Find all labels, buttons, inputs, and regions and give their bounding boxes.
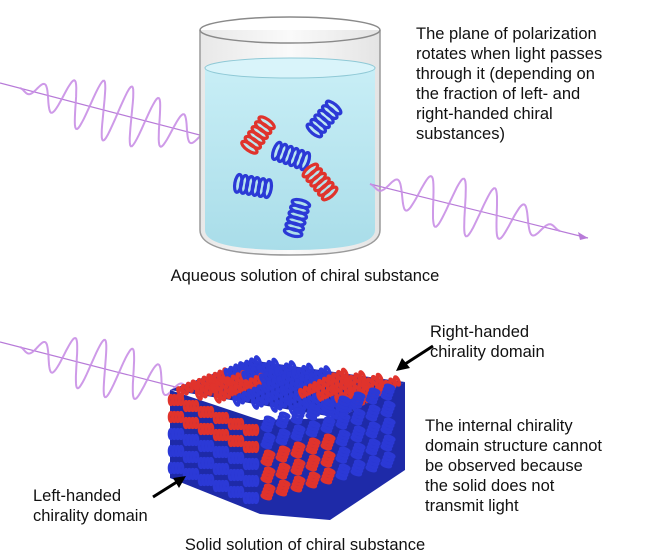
left-handed-coil — [380, 451, 396, 469]
polarization-rotation-note: The plane of polarization rotates when l… — [416, 25, 603, 143]
left-handed-arrow — [152, 476, 186, 499]
left-handed-molecule — [232, 172, 274, 200]
left-handed-coil — [212, 445, 230, 459]
left-handed-coil — [305, 403, 321, 421]
left-handed-coil — [305, 420, 321, 438]
right-handed-coil — [305, 437, 321, 455]
right-handed-coil — [227, 434, 245, 448]
left-handed-coil — [365, 438, 381, 456]
right-handed-coil — [212, 428, 230, 442]
left-handed-coil — [320, 399, 336, 417]
left-handed-coil — [290, 424, 306, 442]
right-handed-coil — [290, 475, 306, 493]
left-handed-coil — [290, 407, 306, 425]
right-handed-molecule — [301, 162, 339, 202]
left-handed-coil — [182, 467, 200, 481]
left-handed-coil — [350, 459, 366, 477]
caption-solid: Solid solution of chiral substance — [184, 536, 426, 554]
right-handed-coil — [182, 399, 200, 413]
right-handed-coil — [275, 445, 291, 463]
right-handed-coil — [290, 458, 306, 476]
left-handed-coil — [227, 485, 245, 499]
right-handed-coil — [260, 449, 276, 467]
left-handed-coil — [227, 468, 245, 482]
left-handed-molecule — [270, 140, 312, 172]
right-handed-coil — [305, 454, 321, 472]
right-handed-coil — [182, 416, 200, 430]
left-handed-coil — [167, 427, 185, 441]
left-handed-coil — [182, 450, 200, 464]
left-handed-coil — [212, 462, 230, 476]
left-handed-coil — [380, 383, 396, 401]
left-handed-coil — [197, 473, 215, 487]
internal-structure-note: The internal chirality domain structure … — [425, 417, 603, 515]
right-handed-molecule — [240, 115, 276, 155]
right-handed-coil — [305, 471, 321, 489]
outgoing-light-wave-top — [369, 175, 589, 240]
left-handed-coil — [274, 360, 297, 379]
right-handed-coil — [290, 441, 306, 459]
left-handed-coil — [335, 395, 351, 413]
right-handed-coil — [242, 423, 260, 437]
right-handed-coil — [212, 411, 230, 425]
left-handed-coil — [365, 455, 381, 473]
left-handed-coil — [212, 479, 230, 493]
left-handed-coil — [275, 411, 291, 429]
left-handed-coil — [365, 421, 381, 439]
left-handed-domain-label: Left-handed chirality domain — [33, 487, 148, 525]
right-handed-coil — [242, 440, 260, 454]
solid-chiral-block — [167, 355, 405, 520]
left-handed-molecule — [305, 99, 343, 139]
right-handed-coil — [260, 466, 276, 484]
left-handed-coil — [260, 432, 276, 450]
left-handed-coil — [380, 434, 396, 452]
left-handed-molecule — [282, 197, 312, 239]
left-handed-coil — [350, 425, 366, 443]
beaker — [199, 16, 381, 256]
chiral-molecules — [232, 99, 343, 239]
left-handed-coil — [275, 428, 291, 446]
right-handed-coil — [320, 467, 336, 485]
left-handed-coil — [320, 416, 336, 434]
left-handed-coil — [242, 474, 260, 488]
left-handed-coil — [335, 412, 351, 430]
right-handed-coil — [227, 417, 245, 431]
right-handed-coil — [275, 479, 291, 497]
right-handed-coil — [167, 410, 185, 424]
left-handed-coil — [365, 404, 381, 422]
left-handed-coil — [167, 461, 185, 475]
left-handed-coil — [167, 444, 185, 458]
left-handed-coil — [380, 417, 396, 435]
right-handed-coil — [320, 433, 336, 451]
left-handed-coil — [260, 415, 276, 433]
left-handed-coil — [350, 391, 366, 409]
left-handed-coil — [350, 442, 366, 460]
right-handed-coil — [275, 462, 291, 480]
incoming-light-wave-top — [0, 79, 216, 148]
right-handed-coil — [197, 405, 215, 419]
right-handed-coil — [260, 483, 276, 501]
beaker-rim — [199, 16, 381, 44]
left-handed-coil — [335, 446, 351, 464]
left-handed-coil — [242, 457, 260, 471]
left-handed-coil — [350, 408, 366, 426]
left-handed-coil — [380, 400, 396, 418]
caption-aqueous: Aqueous solution of chiral substance — [170, 267, 440, 285]
left-handed-coil — [182, 433, 200, 447]
left-handed-coil — [365, 387, 381, 405]
right-handed-coil — [320, 450, 336, 468]
left-handed-coil — [242, 491, 260, 505]
left-handed-coil — [335, 463, 351, 481]
left-handed-coil — [227, 451, 245, 465]
incoming-light-wave-bottom — [0, 337, 196, 400]
right-handed-coil — [167, 393, 185, 407]
left-handed-coil — [197, 439, 215, 453]
left-handed-coil — [335, 429, 351, 447]
right-handed-arrow — [396, 344, 434, 371]
right-handed-coil — [197, 422, 215, 436]
right-handed-domain-label: Right-handed chirality domain — [430, 323, 545, 361]
left-handed-coil — [197, 456, 215, 470]
